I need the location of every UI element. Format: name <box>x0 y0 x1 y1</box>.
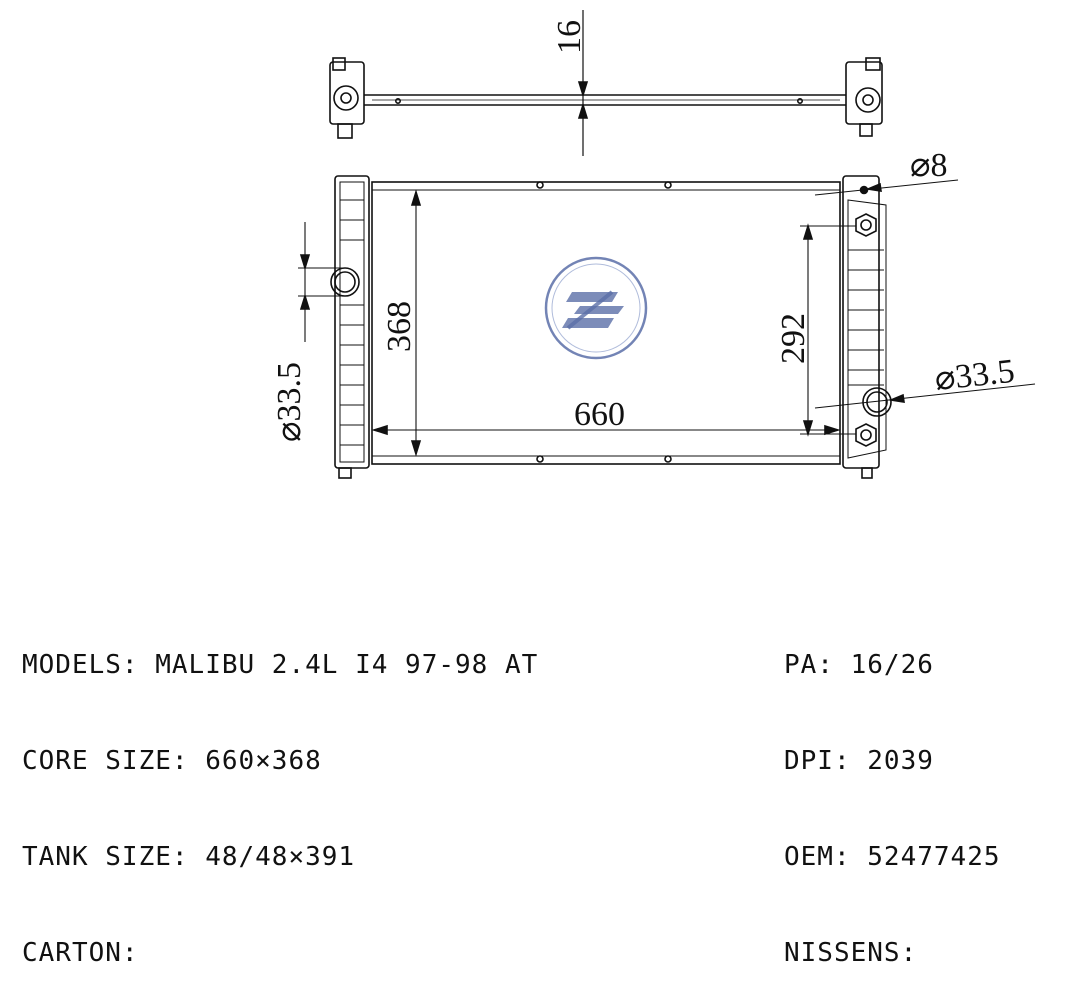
spec-oem: OEM: 52477425 <box>784 842 1001 872</box>
dim-core-width: 660 <box>574 396 625 433</box>
specs-right: PA: 16/26 DPI: 2039 OEM: 52477425 NISSEN… <box>784 585 1001 1001</box>
brand-logo-icon <box>544 256 648 360</box>
spec-core-size: CORE SIZE: 660×368 <box>22 746 322 776</box>
specs-left: MODELS: MALIBU 2.4L I4 97-98 AT CORE SIZ… <box>22 585 538 1001</box>
radiator-drawing: 16 ⌀8 368 292 660 ⌀33.5 ⌀33.5 <box>271 10 1036 479</box>
dim-inlet-right: ⌀33.5 <box>933 353 1016 398</box>
spec-pa: PA: 16/26 <box>784 650 934 680</box>
spec-tank-size: TANK SIZE: 48/48×391 <box>22 842 356 872</box>
dim-inlet-left: ⌀33.5 <box>271 362 308 442</box>
spec-models: MODELS: MALIBU 2.4L I4 97-98 AT <box>22 650 539 680</box>
spec-dpi: DPI: 2039 <box>784 746 934 776</box>
dim-tank-thickness: 16 <box>551 20 588 54</box>
spec-nissens: NISSENS: <box>784 938 918 968</box>
dim-bracket-hole: ⌀8 <box>910 147 947 184</box>
spec-carton: CARTON: <box>22 938 139 968</box>
dim-core-height: 368 <box>381 301 418 352</box>
top-view <box>329 10 883 156</box>
dim-outlet-spacing: 292 <box>775 313 812 364</box>
front-view <box>298 175 1036 479</box>
